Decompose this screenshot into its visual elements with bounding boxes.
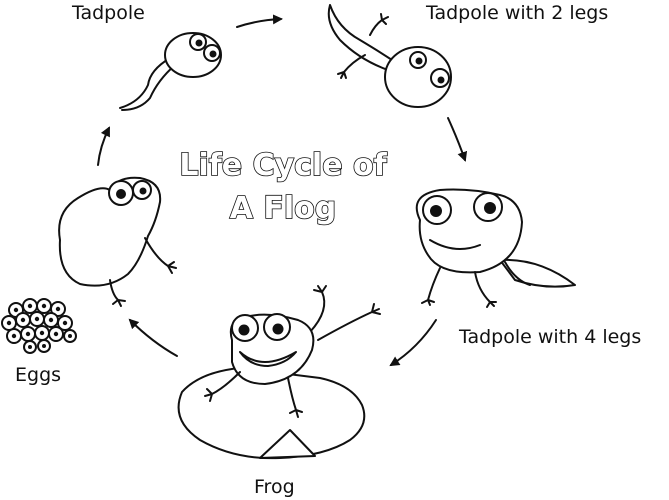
tadpole-2-legs-illustration	[327, 4, 452, 108]
stage-label-tadpole-4-legs: Tadpole with 4 legs	[459, 326, 642, 348]
young-frog-illustration	[58, 176, 177, 307]
tadpole-illustration	[119, 32, 222, 111]
tadpole-4-legs-illustration	[415, 188, 576, 308]
stage-label-eggs: Eggs	[15, 364, 62, 386]
title-line-2: A Flog	[230, 191, 337, 226]
eggs-cluster-illustration	[1, 298, 77, 354]
arrow-frog-to-eggs	[128, 318, 178, 357]
arrow-4legs-to-frog	[389, 319, 437, 367]
stage-label-tadpole-2-legs: Tadpole with 2 legs	[426, 2, 609, 24]
arrow-young-frog-to-tadpole	[97, 126, 110, 166]
stage-label-frog: Frog	[254, 476, 295, 498]
arrow-2legs-to-4legs	[447, 117, 468, 162]
title-line-1: Life Cycle of	[179, 148, 387, 183]
frog-on-lily-pad-illustration	[177, 285, 381, 460]
arrow-tadpole-to-2legs	[236, 14, 283, 28]
stage-label-tadpole: Tadpole	[72, 2, 145, 24]
